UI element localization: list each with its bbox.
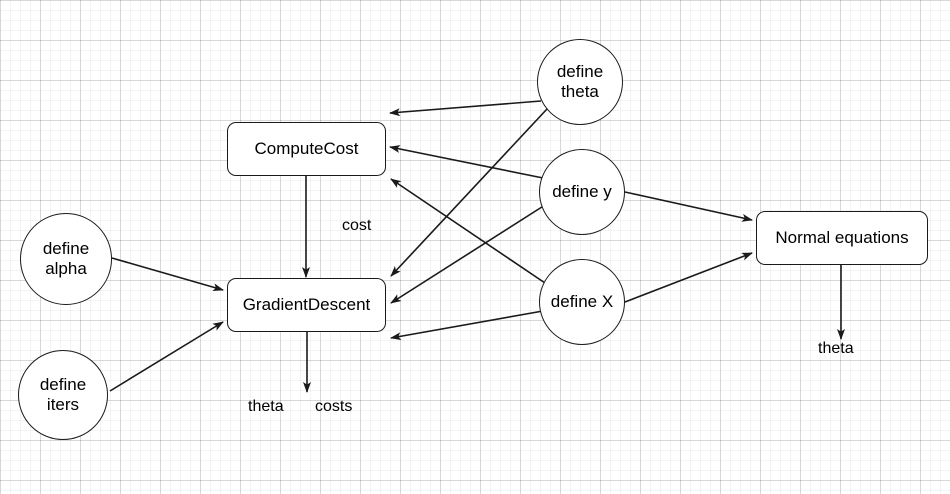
edge-iters-to-gradient (109, 321, 224, 392)
edge-theta-to-gradient (390, 108, 548, 277)
node-definealpha[interactable]: define alpha (20, 213, 112, 305)
edge-x-to-computecost (390, 178, 546, 284)
node-label: define theta (556, 62, 604, 101)
edge-label-normal-theta-label: theta (818, 340, 854, 357)
edge-y-to-normal (624, 191, 753, 222)
edge-y-to-computecost (389, 145, 544, 179)
node-computecost[interactable]: ComputeCost (227, 122, 386, 176)
edge-x-to-normal (624, 252, 753, 303)
node-label: GradientDescent (242, 295, 371, 315)
node-label: define y (552, 182, 612, 202)
node-gradientdescent[interactable]: GradientDescent (227, 278, 386, 332)
edge-label-theta-output-label: theta (248, 398, 284, 415)
node-label: ComputeCost (254, 139, 359, 159)
node-label: define X (550, 292, 614, 312)
edge-alpha-to-gradient (111, 257, 224, 292)
edge-label-costs-output-label: costs (315, 398, 353, 415)
node-defineiters[interactable]: define iters (18, 350, 108, 440)
node-label: define alpha (42, 239, 90, 278)
edge-theta-to-computecost (389, 100, 542, 117)
edge-label-cost-label: cost (342, 217, 372, 234)
node-definex[interactable]: define X (539, 259, 625, 345)
edge-x-to-gradient (390, 310, 544, 341)
node-label: Normal equations (775, 228, 909, 248)
node-label: define iters (39, 375, 87, 414)
node-definetheta[interactable]: define theta (537, 39, 623, 125)
node-definey[interactable]: define y (539, 149, 625, 235)
node-normalequations[interactable]: Normal equations (756, 211, 928, 265)
edge-y-to-gradient (390, 204, 546, 304)
